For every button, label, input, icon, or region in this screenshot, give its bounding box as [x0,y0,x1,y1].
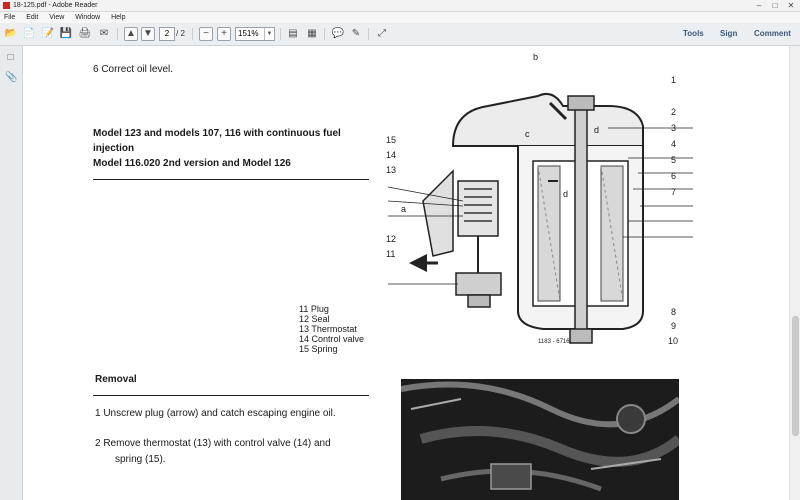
zoom-out-icon[interactable]: − [199,27,213,41]
chevron-down-icon[interactable]: ▼ [264,28,274,40]
menu-bar: File Edit View Window Help [0,12,800,23]
callout-6: 6 [671,171,677,181]
previous-page-icon[interactable]: ▲ [124,27,138,41]
callout-4: 4 [671,139,677,149]
menu-file[interactable]: File [4,14,16,21]
window-titlebar: 18-125.pdf - Adobe Reader – □ ✕ [0,0,800,12]
close-button[interactable]: ✕ [787,1,795,10]
print-setup-icon[interactable]: 📝 [41,28,55,39]
next-page-icon[interactable]: ▼ [141,27,155,41]
document-page: 6 Correct oil level. Model 123 and model… [23,46,789,500]
vertical-scrollbar[interactable] [789,46,800,500]
window-title: 18-125.pdf - Adobe Reader [13,2,98,9]
figure-letter-b: b [533,52,539,62]
menu-edit[interactable]: Edit [26,14,39,21]
removal-heading: Removal [95,374,137,385]
oil-filter-diagram [387,93,693,344]
legend-item-12: 12 Seal [299,314,330,324]
legend-item-11: 11 Plug [299,304,329,314]
legend-item-15: 15 Spring [299,344,338,354]
figure-letter-a: a [401,204,407,214]
engine-photo [401,379,679,500]
window-controls: – □ ✕ [754,0,796,11]
figure-letter-d-mid: d [563,189,569,199]
callout-9: 9 [671,321,677,331]
zoom-in-icon[interactable]: + [217,27,231,41]
zoom-value: 151% [238,29,259,38]
callout-15: 15 [386,135,397,145]
page-total: / 2 [176,29,185,38]
callout-13: 13 [386,165,397,175]
menu-view[interactable]: View [49,14,65,21]
figure-code: 1183 - 6716 [538,339,570,345]
menu-window[interactable]: Window [75,14,101,21]
legend-item-13: 13 Thermostat [299,324,357,334]
fit-width-icon[interactable]: ▦ [307,28,317,39]
model-heading-line2: injection [93,143,135,154]
heading-rule [93,179,369,180]
maximize-button[interactable]: □ [772,1,778,10]
callout-1: 1 [671,75,677,85]
page-thumbnails-icon[interactable]: □ [7,52,14,63]
tools-button[interactable]: Tools [683,29,704,38]
fit-page-icon[interactable]: ▤ [288,28,298,39]
sign-button[interactable]: Sign [720,29,738,38]
removal-rule [93,395,369,396]
navigation-panel: □ 📎 [0,46,23,500]
print-icon[interactable]: 🖨 [78,28,92,39]
callout-8: 8 [671,307,677,317]
step-6-text: 6 Correct oil level. [93,64,174,75]
scrollbar-thumb[interactable] [792,316,799,436]
comment-button[interactable]: Comment [754,29,791,38]
callout-11: 11 [386,249,396,259]
model-heading-line1: Model 123 and models 107, 116 with conti… [93,128,341,139]
callout-10: 10 [668,336,679,346]
model-heading-line3: Model 116.020 2nd version and Model 126 [93,158,291,169]
open-file-icon[interactable]: 📂 [4,28,18,39]
removal-step-2-line2: spring (15). [115,454,166,465]
page-number-input[interactable]: 2 [159,27,175,41]
figure-letter-d-top: d [594,125,600,135]
callout-14: 14 [386,150,397,160]
callout-3: 3 [671,123,677,133]
toolbar [0,23,800,46]
menu-help[interactable]: Help [111,14,126,21]
callout-5: 5 [671,155,677,165]
removal-step-1: 1 Unscrew plug (arrow) and catch escapin… [95,408,336,419]
figure-letter-c: c [525,129,530,139]
sticky-note-icon[interactable]: 💬 [331,28,345,39]
adobe-reader-icon [3,2,10,9]
expand-icon[interactable]: ⤢ [378,28,386,39]
save-icon[interactable]: 💾 [59,28,73,39]
callout-7: 7 [671,187,677,197]
highlight-icon[interactable]: ✎ [351,28,361,39]
minimize-button[interactable]: – [756,1,762,10]
attachments-icon[interactable]: 📎 [5,72,18,83]
zoom-select[interactable]: 151% ▼ [235,27,275,41]
callout-2: 2 [671,107,677,117]
create-pdf-icon[interactable]: 📄 [22,28,36,39]
email-icon[interactable]: ✉ [99,28,109,39]
legend-item-14: 14 Control valve [299,334,365,344]
callout-12: 12 [386,234,397,244]
removal-step-2-line1: 2 Remove thermostat (13) with control va… [95,438,331,449]
